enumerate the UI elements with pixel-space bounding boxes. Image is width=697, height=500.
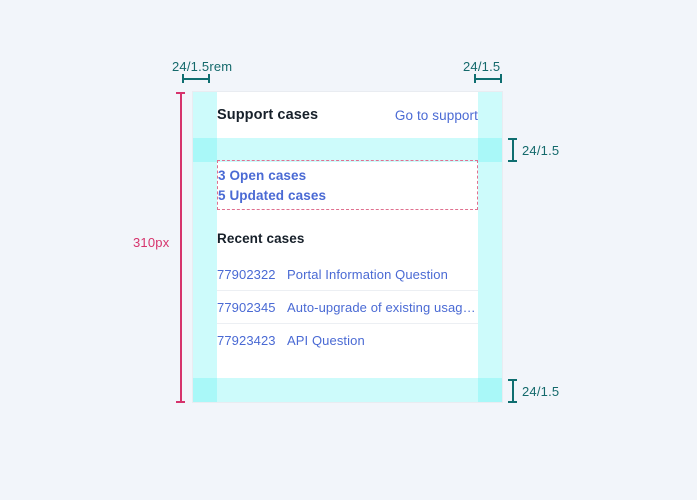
case-id: 77902345 [217, 299, 276, 315]
annotation-card-height-label: 310px [133, 235, 170, 250]
updated-cases-link[interactable]: 5 Updated cases [218, 187, 327, 203]
case-subject: API Question [287, 332, 365, 348]
go-to-support-link[interactable]: Go to support [394, 107, 478, 123]
open-cases-link[interactable]: 3 Open cases [218, 167, 307, 183]
page-title: Support cases [217, 107, 319, 123]
annotation-gap-bottom-bracket [508, 379, 517, 403]
card-header: Support cases Go to support [217, 92, 478, 138]
bracket-bar [512, 138, 514, 162]
case-id: 77902322 [217, 266, 276, 282]
card-content: Support cases Go to support 3 Open cases… [217, 92, 478, 402]
annotation-card-height-bracket [176, 92, 185, 403]
padding-overlay-corner-top-left [193, 138, 217, 162]
table-row[interactable]: 77923423 API Question [217, 324, 478, 356]
case-summary-group: 3 Open cases 5 Updated cases [217, 160, 478, 210]
padding-overlay-corner-bottom-left [193, 378, 217, 402]
annotation-gap-top-bracket [508, 138, 517, 162]
case-subject: Auto-upgrade of existing usage ... [287, 299, 478, 315]
case-id: 77923423 [217, 332, 276, 348]
recent-cases-list: 77902322 Portal Information Question 779… [217, 258, 478, 356]
padding-overlay-corner-top-right [478, 138, 502, 162]
bracket-cap-bottom [508, 160, 517, 162]
annotation-gap-top-label: 24/1.5 [522, 143, 560, 158]
bracket-bar [512, 379, 514, 403]
bracket-cap-right [500, 74, 502, 83]
support-cases-card: Support cases Go to support 3 Open cases… [193, 92, 502, 402]
recent-cases-heading: Recent cases [217, 231, 305, 246]
bracket-bar [182, 78, 210, 80]
bracket-cap-right [208, 74, 210, 83]
table-row[interactable]: 77902322 Portal Information Question [217, 258, 478, 291]
annotation-gap-bottom-label: 24/1.5 [522, 384, 560, 399]
annotation-top-right-bracket [474, 74, 502, 83]
case-subject: Portal Information Question [287, 266, 448, 282]
padding-overlay-left [193, 92, 217, 402]
annotation-top-right-label: 24/1.5 [463, 59, 501, 74]
bracket-cap-bottom [508, 401, 517, 403]
padding-overlay-right [478, 92, 502, 402]
table-row[interactable]: 77902345 Auto-upgrade of existing usage … [217, 291, 478, 324]
bracket-bar [180, 92, 182, 403]
annotation-top-left-label: 24/1.5rem [172, 59, 233, 74]
bracket-bar [474, 78, 502, 80]
annotation-top-left-bracket [182, 74, 210, 83]
bracket-cap-bottom [176, 401, 185, 403]
padding-overlay-corner-bottom-right [478, 378, 502, 402]
